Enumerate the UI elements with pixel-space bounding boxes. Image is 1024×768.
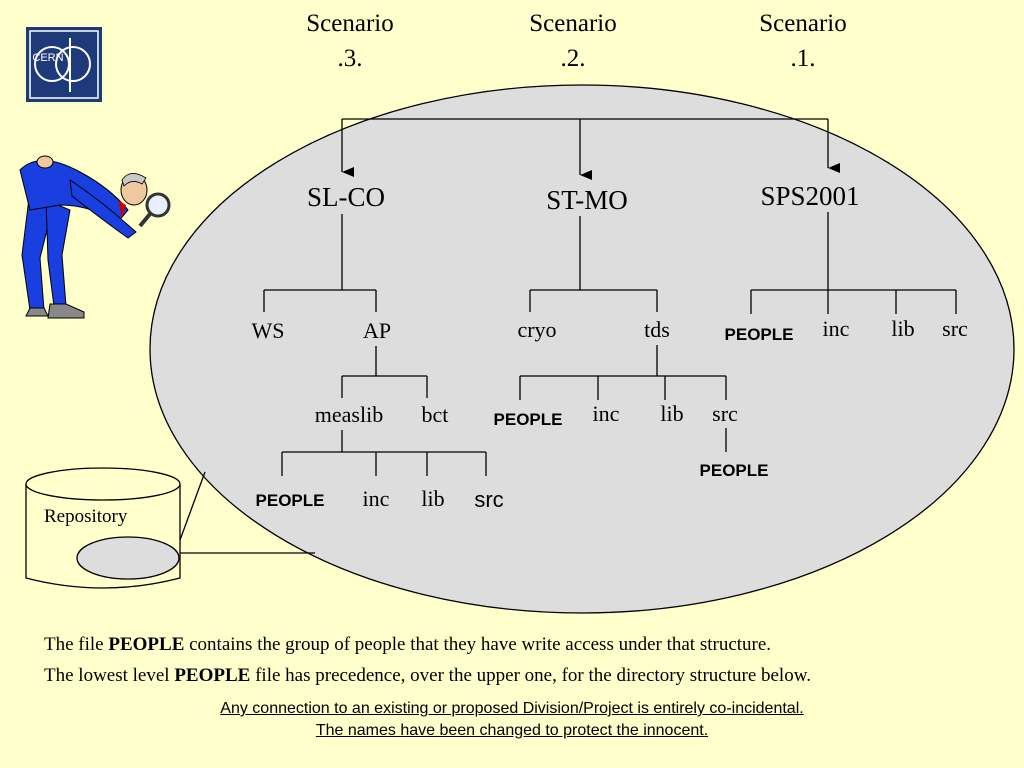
caption-1-bold: PEOPLE (108, 634, 185, 655)
slco-label: SL-CO (307, 182, 385, 212)
detective-illustration (19, 155, 171, 319)
slco-people-label: PEOPLE (256, 491, 325, 510)
caption-2-pre: The lowest level (44, 665, 175, 686)
scenario-2-line1: Scenario (529, 10, 616, 37)
top-connector (341, 118, 840, 180)
scenario-1-line2: .1. (791, 45, 816, 72)
caption-line-2: The lowest level PEOPLE file has precede… (44, 665, 811, 687)
stmo-people-label: PEOPLE (494, 410, 563, 429)
cern-logo: CERN (26, 27, 102, 102)
repository-cylinder: Repository (25, 467, 315, 589)
slco-src-label: src (474, 487, 503, 512)
bct-label: bct (422, 402, 449, 427)
cryo-label: cryo (517, 317, 556, 342)
scenario-3-line2: .3. (338, 45, 363, 72)
tds-label: tds (644, 317, 670, 342)
sps-lib-label: lib (891, 316, 914, 341)
caption-2-bold: PEOPLE (174, 665, 251, 686)
stmo-src-label: src (712, 401, 738, 426)
scenario-3-line1: Scenario (306, 10, 393, 37)
repository-disk (76, 536, 180, 580)
disclaimer-line-1: Any connection to an existing or propose… (220, 700, 804, 717)
sps-people-label: PEOPLE (725, 325, 794, 344)
sps-src-label: src (942, 316, 968, 341)
slco-lib-label: lib (421, 486, 444, 511)
stmo-branch: ST-MO cryo tds PEOPLE inc lib src PEOPLE (494, 185, 769, 480)
sps-branch: SPS2001 PEOPLE inc lib src (725, 181, 969, 344)
ap-label: AP (363, 318, 391, 343)
sps-inc-label: inc (823, 316, 850, 341)
sps-label: SPS2001 (760, 181, 859, 211)
stmo-src-people-label: PEOPLE (700, 461, 769, 480)
measlib-label: measlib (315, 402, 383, 427)
stmo-label: ST-MO (546, 185, 628, 215)
slco-branch: SL-CO WS AP measlib bct PEOPLE inc lib s… (252, 182, 504, 512)
cern-logo-text: CERN (32, 52, 63, 64)
scenario-2-line2: .2. (561, 45, 586, 72)
ws-label: WS (252, 318, 285, 343)
slco-inc-label: inc (363, 486, 390, 511)
repository-label: Repository (44, 506, 128, 527)
caption-line-1: The file PEOPLE contains the group of pe… (44, 634, 771, 656)
caption-1-post: contains the group of people that they h… (184, 634, 772, 655)
scenario-headings: Scenario .3. Scenario .2. Scenario .1. (306, 10, 846, 72)
stmo-inc-label: inc (593, 401, 620, 426)
structure-ellipse (149, 84, 1015, 614)
caption-1-pre: The file (44, 634, 109, 655)
disclaimer-line-2: The names have been changed to protect t… (315, 722, 709, 739)
stmo-lib-label: lib (660, 401, 683, 426)
caption-2-post: file has precedence, over the upper one,… (250, 665, 811, 686)
scenario-1-line1: Scenario (759, 10, 846, 37)
